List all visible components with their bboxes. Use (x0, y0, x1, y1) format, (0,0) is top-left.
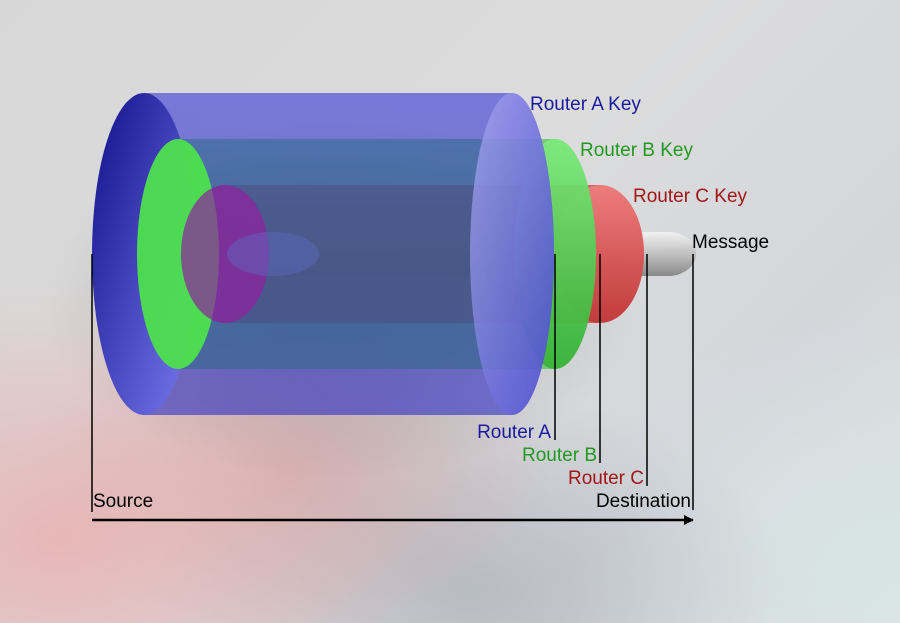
message-label: Message (692, 232, 769, 253)
router-c-label: Router C (568, 468, 644, 489)
source-label: Source (93, 491, 153, 512)
router-a-label: Router A (477, 422, 551, 443)
router-a-key-label: Router A Key (530, 94, 641, 115)
destination-label: Destination (596, 491, 691, 512)
router-b-label: Router B (522, 445, 597, 466)
router-a-layer (92, 93, 554, 415)
router-c-key-label: Router C Key (633, 186, 748, 207)
router-b-key-label: Router B Key (580, 140, 693, 161)
marker-lines (91, 254, 694, 512)
